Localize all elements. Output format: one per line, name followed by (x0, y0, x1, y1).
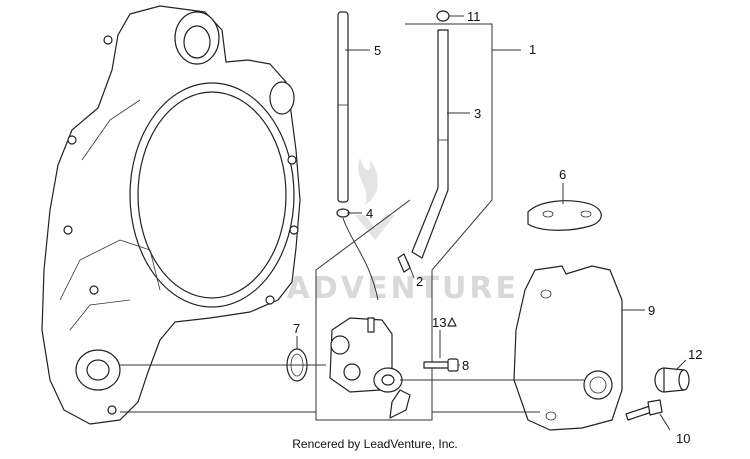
callout-11: 11 (467, 9, 481, 24)
callout-labels: 1 2 3 4 5 6 7 8 9 10 11 12 13 (293, 9, 702, 446)
part-9-pump-cover (513, 265, 623, 431)
callout-3: 3 (474, 106, 481, 121)
callout-2: 2 (416, 274, 423, 289)
engine-cover (41, 5, 301, 425)
callout-12: 12 (688, 347, 702, 362)
part-1-assembly-outline (315, 23, 493, 421)
callout-5: 5 (374, 43, 381, 58)
leader-lines (120, 15, 687, 431)
callout-10: 10 (676, 431, 690, 446)
part-8-bolt (423, 358, 459, 372)
oil-pump (329, 317, 411, 419)
part-12-plug (654, 367, 690, 393)
callout-1: 1 (529, 42, 536, 57)
part-6-gasket (527, 200, 602, 231)
part-5-tube (337, 11, 349, 203)
part-3-bent-tube (411, 29, 449, 259)
callout-9: 9 (648, 303, 655, 318)
callout-7: 7 (293, 321, 300, 336)
render-credit: Rencered by LeadVenture, Inc. (292, 437, 458, 451)
part-10-bolt (625, 399, 663, 421)
part-13-pin (447, 317, 457, 327)
part-11-cap (436, 10, 450, 22)
callout-13: 13 (432, 315, 446, 330)
callout-4: 4 (366, 206, 373, 221)
callout-8: 8 (462, 358, 469, 373)
callout-6: 6 (559, 167, 566, 182)
